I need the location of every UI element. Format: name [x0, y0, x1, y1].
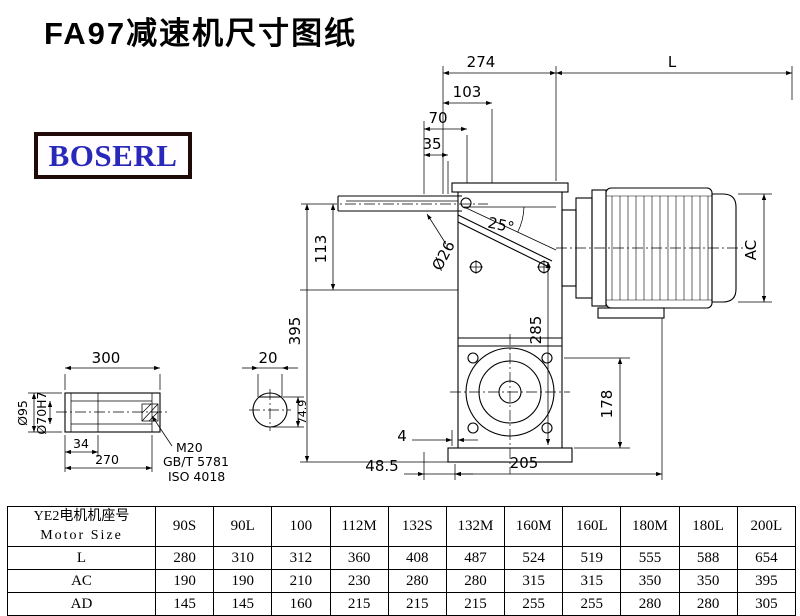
angle-25-label: 25°: [486, 214, 516, 237]
cell-ad-132s: 215: [387, 592, 447, 616]
row-label-ad: AD: [7, 592, 156, 616]
cell-ac-90l: 190: [213, 569, 273, 593]
dim-34-label: 34: [73, 436, 89, 451]
brand-logo-text: BOSERL: [48, 137, 178, 173]
dia-26-label: Ø26: [428, 238, 458, 274]
cell-l-180m: 555: [620, 546, 680, 570]
dim-35-label: 35: [422, 135, 441, 153]
dim-103-label: 103: [453, 83, 482, 101]
motor-size-header-cn: YE2电机机座号: [33, 508, 130, 524]
dia-70h7-label: Ø70H7: [34, 391, 49, 434]
dim-4-label: 4: [397, 427, 407, 445]
column-header-160m: 160M: [504, 506, 564, 547]
column-header-180m: 180M: [620, 506, 680, 547]
cell-ad-132m: 215: [445, 592, 506, 616]
dim-74-9-label: 74.9: [296, 400, 309, 425]
thread-m20-label: M20: [176, 440, 203, 455]
cell-ac-132m: 280: [445, 569, 506, 593]
key-section-detail: 20 74.9: [242, 349, 309, 431]
dim-113-label: 113: [312, 235, 330, 264]
table-header-motor-size: YE2电机机座号 Motor Size: [7, 506, 156, 547]
gearbox-housing: [447, 182, 573, 474]
column-header-112m: 112M: [329, 506, 389, 547]
cell-ac-112m: 230: [329, 569, 389, 593]
input-shaft: [326, 195, 488, 212]
dim-70-label: 70: [428, 109, 447, 127]
dim-20-label: 20: [258, 349, 277, 367]
column-header-200l: 200L: [736, 506, 797, 547]
row-label-l: L: [7, 546, 156, 570]
cell-ad-90s: 145: [154, 592, 215, 616]
cell-ad-160m: 255: [504, 592, 564, 616]
standard-iso-label: ISO 4018: [168, 469, 225, 484]
cell-l-132s: 408: [387, 546, 447, 570]
brand-logo: BOSERL: [34, 132, 192, 179]
cell-ac-180m: 350: [620, 569, 680, 593]
page-title: FA97减速机尺寸图纸: [44, 16, 358, 51]
column-header-132m: 132M: [445, 506, 506, 547]
dimension-annotations: 274 L 103 70 35 25° Ø26 113 395 285: [286, 53, 793, 480]
cell-l-160m: 524: [504, 546, 564, 570]
cell-l-90s: 280: [154, 546, 215, 570]
dia-95-label: Ø95: [15, 400, 30, 426]
dimension-drawing: 274 L 103 70 35 25° Ø26 113 395 285: [15, 53, 793, 484]
cell-ac-160l: 315: [562, 569, 622, 593]
dim-L-label: L: [668, 53, 677, 71]
standard-gb-label: GB/T 5781: [163, 454, 229, 469]
dim-395-label: 395: [286, 317, 304, 346]
column-header-180l: 180L: [678, 506, 738, 547]
dim-AC-label: AC: [742, 240, 760, 260]
cell-ac-180l: 350: [678, 569, 738, 593]
cell-ac-132s: 280: [387, 569, 447, 593]
cell-l-100: 312: [271, 546, 331, 570]
column-header-90l: 90L: [213, 506, 273, 547]
column-header-132s: 132S: [387, 506, 447, 547]
cell-ad-112m: 215: [329, 592, 389, 616]
cell-ad-160l: 255: [562, 592, 622, 616]
motor-size-header-en: Motor Size: [40, 527, 123, 543]
cell-ad-90l: 145: [213, 592, 273, 616]
cell-l-112m: 360: [329, 546, 389, 570]
cell-l-90l: 310: [213, 546, 273, 570]
dim-285-label: 285: [527, 316, 545, 345]
column-header-100: 100: [271, 506, 331, 547]
cell-l-132m: 487: [445, 546, 506, 570]
column-header-160l: 160L: [562, 506, 622, 547]
column-header-90s: 90S: [154, 506, 215, 547]
cell-ac-160m: 315: [504, 569, 564, 593]
cell-l-160l: 519: [562, 546, 622, 570]
cell-ad-100: 160: [271, 592, 331, 616]
cell-l-200l: 654: [736, 546, 797, 570]
dim-178-label: 178: [598, 390, 616, 419]
dim-205-label: 205: [510, 454, 539, 472]
cell-ac-90s: 190: [154, 569, 215, 593]
dim-270-label: 270: [95, 452, 119, 467]
row-label-ac: AC: [7, 569, 156, 593]
motor: [556, 187, 748, 319]
cell-ac-200l: 395: [736, 569, 797, 593]
cell-ad-180l: 280: [678, 592, 738, 616]
dim-300-label: 300: [92, 349, 121, 367]
cell-ad-200l: 305: [736, 592, 797, 616]
dim-274-label: 274: [467, 53, 496, 71]
dim-48-5-label: 48.5: [365, 457, 398, 475]
cell-ac-100: 210: [271, 569, 331, 593]
shaft-detail: 300 Ø95 Ø70H7 34 270 M2: [15, 349, 229, 484]
cell-l-180l: 588: [678, 546, 738, 570]
cell-ad-180m: 280: [620, 592, 680, 616]
